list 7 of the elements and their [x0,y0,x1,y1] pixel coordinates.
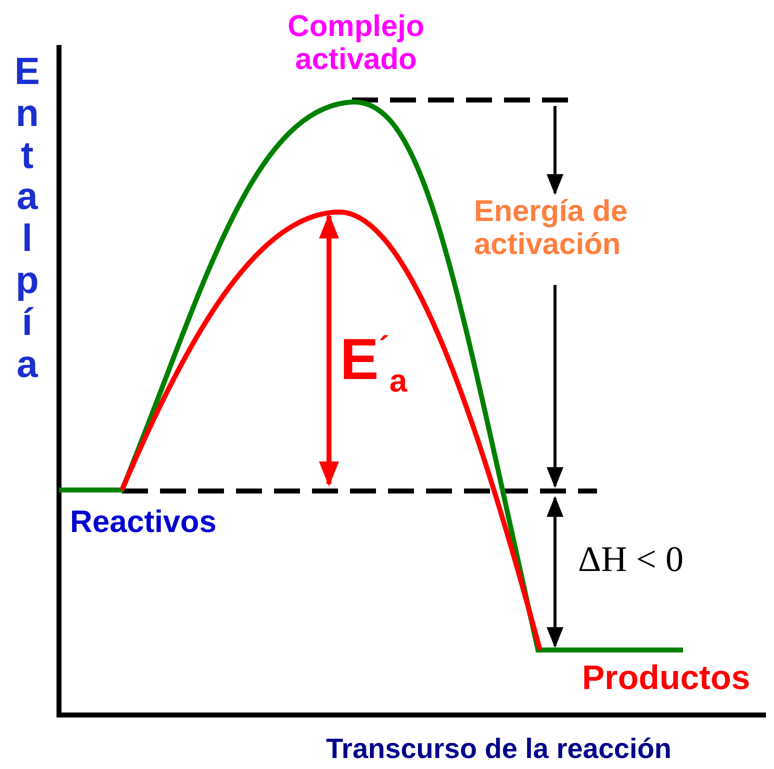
state-label: Productos [582,660,750,698]
state-label: Complejo activado [286,10,426,76]
quantity-label: ΔH < 0 [578,540,684,580]
quantity-label: Energía de activación [474,195,628,261]
axis-title: Entalpía [14,52,41,386]
axis-title: Transcurso de la reacción [326,734,672,765]
state-label: Reactivos [70,505,216,540]
